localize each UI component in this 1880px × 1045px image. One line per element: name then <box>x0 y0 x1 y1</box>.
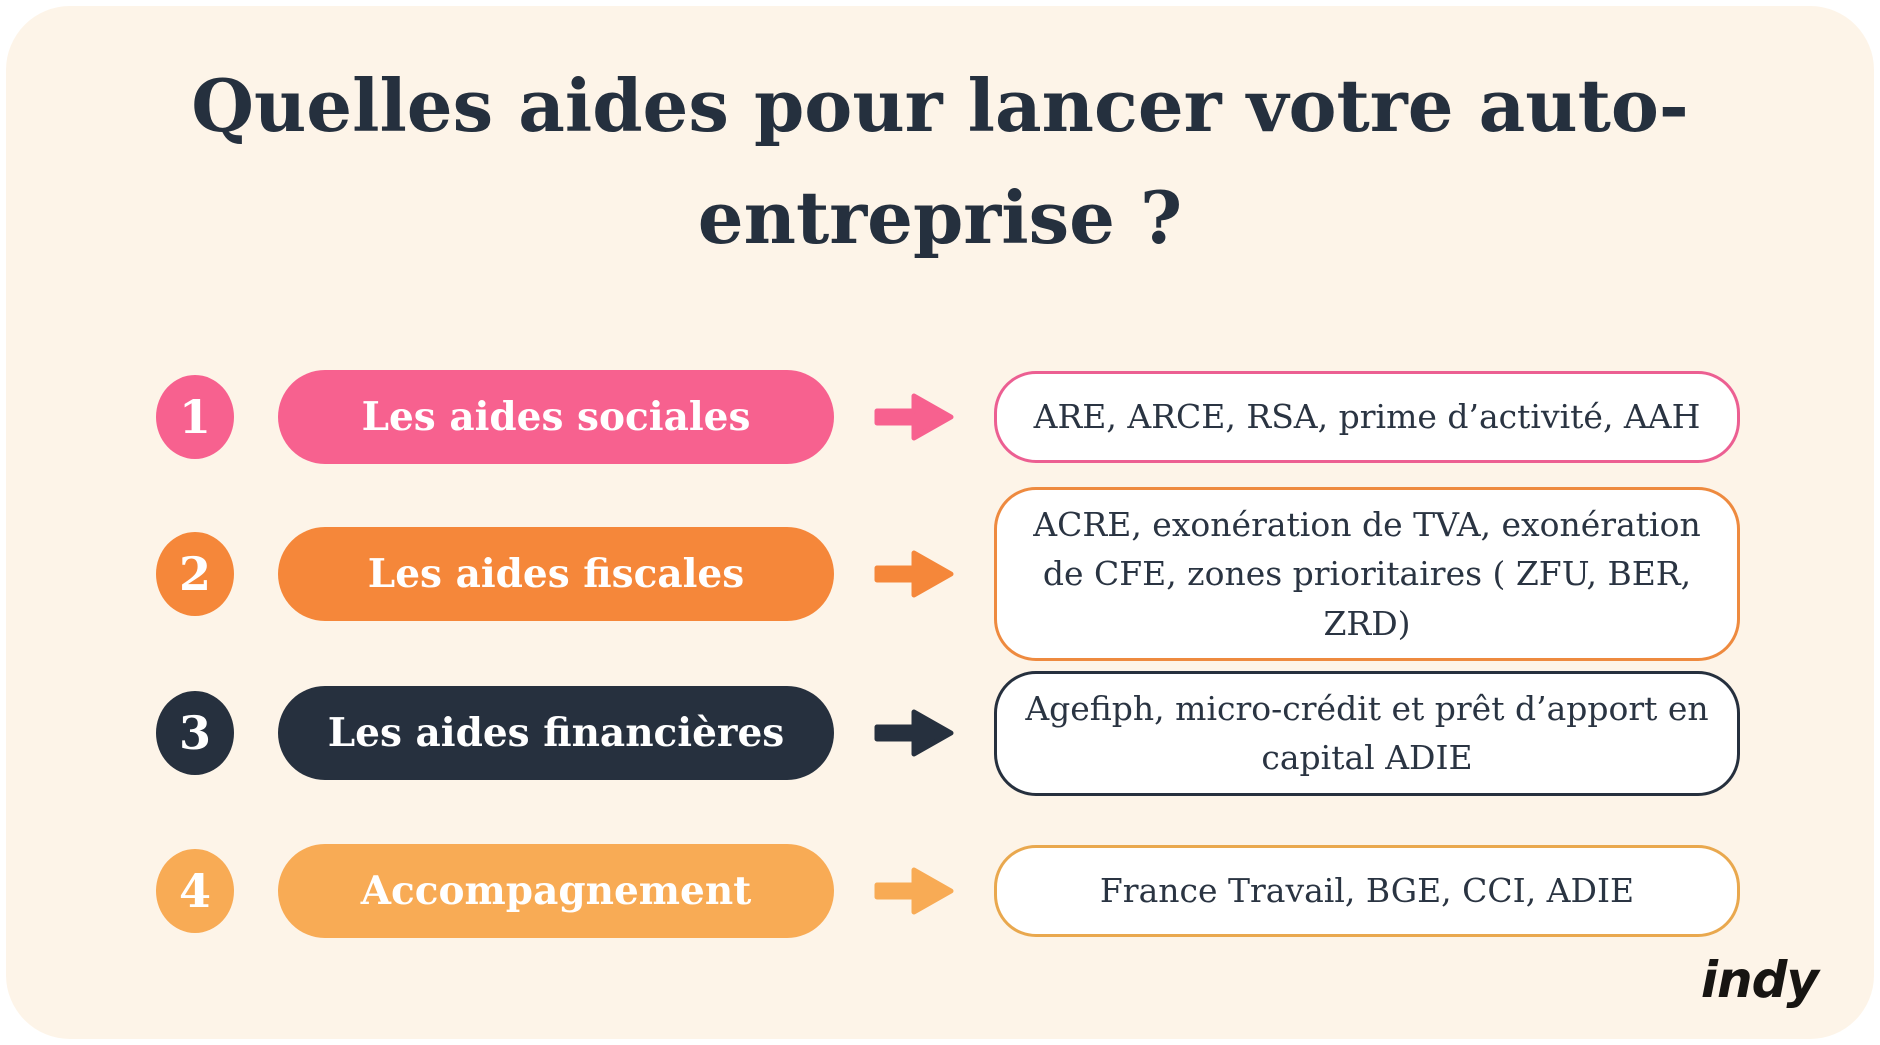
infographic-card: Quelles aides pour lancer votre auto- en… <box>6 6 1874 1039</box>
category-pill: Accompagnement <box>278 844 834 938</box>
row-number-badge: 3 <box>156 691 234 775</box>
category-pill: Les aides financières <box>278 686 834 780</box>
indy-logo: indy <box>1700 951 1819 1009</box>
category-pill: Les aides sociales <box>278 370 834 464</box>
arrow-right-icon <box>874 709 954 757</box>
detail-box: France Travail, BGE, CCI, ADIE <box>994 845 1740 937</box>
aid-row-accompagnement: 4 Accompagnement France Travail, BGE, CC… <box>156 825 1740 957</box>
category-pill: Les aides fiscales <box>278 527 834 621</box>
detail-box: Agefiph, micro-crédit et prêt d’apport e… <box>994 670 1740 796</box>
aid-row-fiscales: 2 Les aides fiscales ACRE, exonération d… <box>156 486 1740 662</box>
row-number-badge: 4 <box>156 849 234 933</box>
page-title-line1: Quelles aides pour lancer votre auto- <box>191 63 1689 148</box>
aid-row-financieres: 3 Les aides financières Agefiph, micro-c… <box>156 667 1740 799</box>
row-number-badge: 1 <box>156 375 234 459</box>
page-title: Quelles aides pour lancer votre auto- en… <box>6 50 1874 273</box>
detail-box: ARE, ARCE, RSA, prime d’activité, AAH <box>994 371 1740 463</box>
aid-row-sociales: 1 Les aides sociales ARE, ARCE, RSA, pri… <box>156 351 1740 483</box>
detail-box: ACRE, exonération de TVA, exonération de… <box>994 486 1740 662</box>
row-number-badge: 2 <box>156 532 234 616</box>
page-title-line2: entreprise ? <box>697 174 1183 260</box>
arrow-right-icon <box>874 393 954 441</box>
arrow-right-icon <box>874 867 954 915</box>
arrow-right-icon <box>874 550 954 598</box>
